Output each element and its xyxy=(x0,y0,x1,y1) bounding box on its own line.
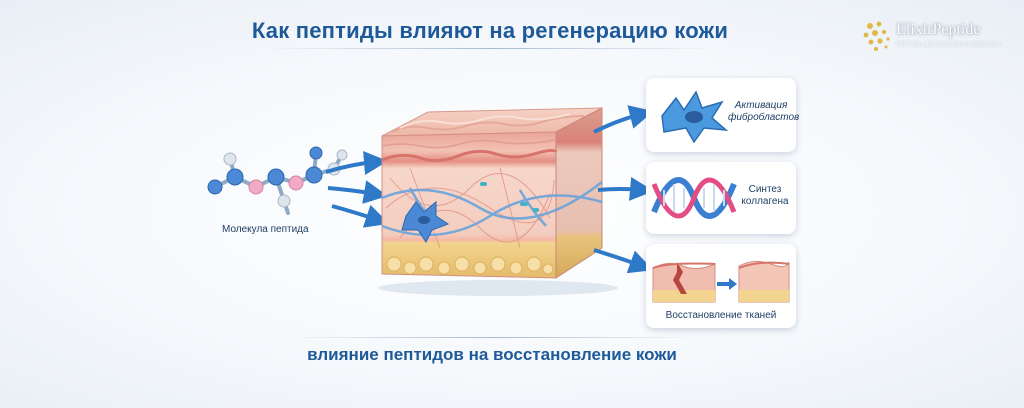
fibroblast-cell-icon xyxy=(661,90,729,144)
arrow-in-1 xyxy=(325,151,388,175)
arrow-in-3 xyxy=(331,204,390,228)
honeycomb-icon xyxy=(863,21,890,51)
arrow-out-3 xyxy=(593,248,650,274)
arrows-into-skin xyxy=(325,151,390,228)
peptide-molecule-icon xyxy=(207,146,348,215)
collagen-helix-icon xyxy=(651,177,737,219)
fibroblast-cell-in-skin xyxy=(401,200,450,243)
brand-logo: ElixirPeptide ПЕПТИДЫ ДЛЯ КРАСОТЫ И ЗДОР… xyxy=(862,18,1012,54)
page-title: Как пептиды влияют на регенерацию кожи xyxy=(251,18,729,43)
effect-line2: фибробластов xyxy=(728,112,800,123)
caption-divider xyxy=(282,337,702,338)
effect-card-collagen: Синтез коллагена xyxy=(646,162,796,234)
diagram-caption: влияние пептидов на восстановление кожи xyxy=(307,345,677,364)
effect-label-collagen: Синтез коллагена xyxy=(736,184,794,208)
arrow-in-2 xyxy=(327,180,388,204)
effect-line1: Синтез xyxy=(748,184,782,195)
molecule-label: Молекула пептида xyxy=(222,224,309,235)
effect-label-tissue: Восстановление тканей xyxy=(665,310,777,321)
arrow-out-1 xyxy=(593,105,650,134)
tissue-repair-icon xyxy=(652,260,790,303)
brand-name: ElixirPeptide xyxy=(896,21,981,38)
arrow-out-2 xyxy=(597,176,650,201)
effect-label-fibroblasts: Активация фибробластов xyxy=(728,100,799,124)
skin-cross-section xyxy=(378,107,618,296)
effect-card-fibroblasts: Активация фибробластов xyxy=(646,78,799,152)
effect-line1: Активация xyxy=(734,100,788,111)
effect-line2: коллагена xyxy=(741,196,789,207)
title-divider xyxy=(262,48,718,49)
brand-tagline: ПЕПТИДЫ ДЛЯ КРАСОТЫ И ЗДОРОВЬЯ xyxy=(896,42,1001,48)
arrows-to-effects xyxy=(593,105,650,274)
effect-card-tissue-repair: Восстановление тканей xyxy=(646,244,796,328)
